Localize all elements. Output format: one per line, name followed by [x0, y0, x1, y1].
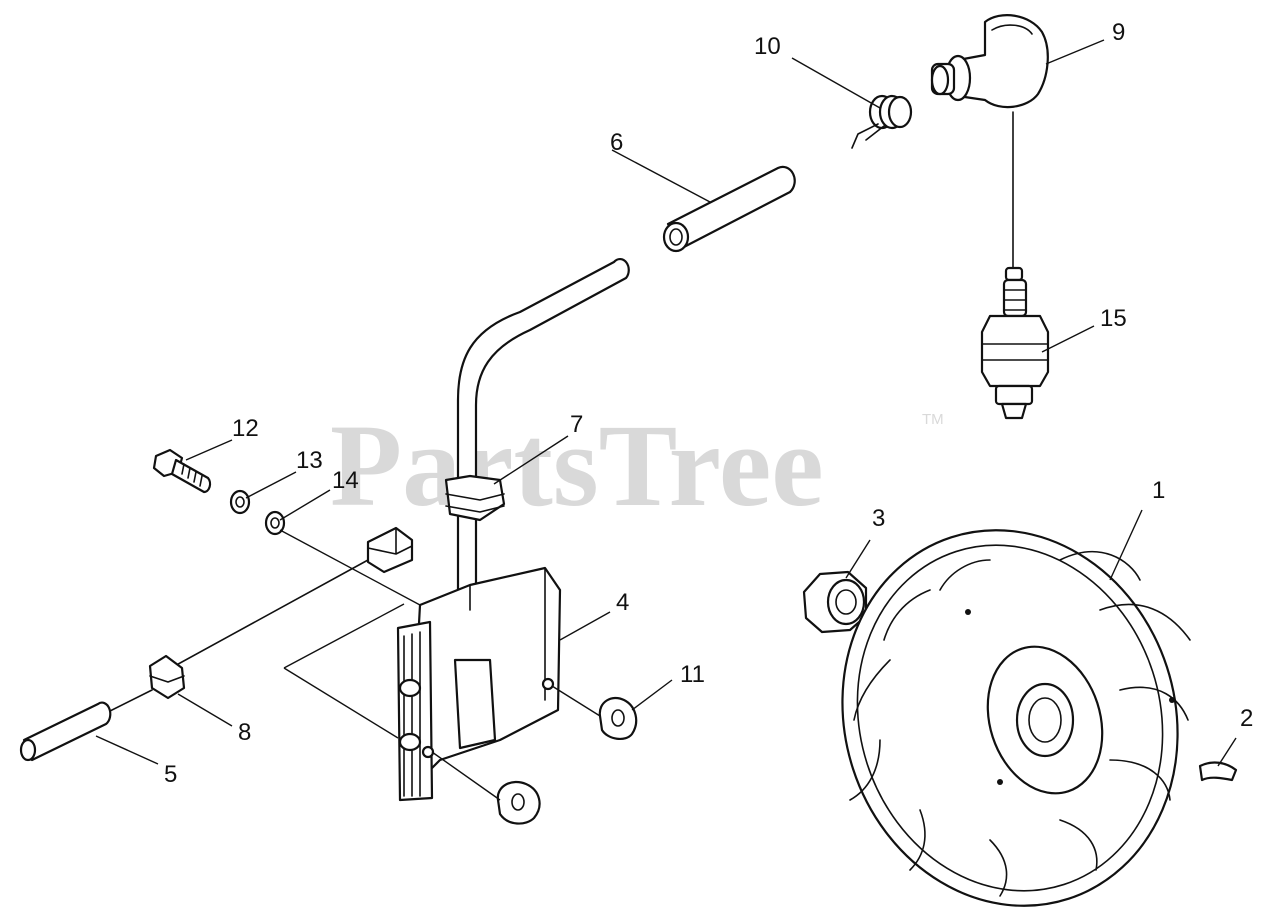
leader-14: [279, 489, 331, 521]
part-12-bolt[interactable]: [152, 448, 212, 494]
leader-8: [177, 693, 233, 727]
part-10-spring-clip[interactable]: [851, 94, 913, 149]
part-14-washer[interactable]: [264, 510, 286, 536]
leader-bracket-lower: [283, 667, 399, 739]
callout-12[interactable]: 12: [232, 415, 259, 442]
part-1-flywheel[interactable]: [794, 486, 1225, 922]
callout-3[interactable]: 3: [872, 505, 885, 532]
callout-7[interactable]: 7: [570, 411, 583, 438]
part-6-tube[interactable]: [662, 165, 796, 253]
part-15-spark-plug[interactable]: [980, 111, 1050, 420]
watermark-trademark: TM: [922, 411, 944, 428]
callout-2[interactable]: 2: [1240, 705, 1253, 732]
leader-coil-to-spacer: [551, 685, 601, 717]
leader-11: [631, 679, 673, 711]
leader-2: [1217, 737, 1237, 767]
part-4-ignition-coil[interactable]: [396, 566, 562, 802]
leader-13: [245, 471, 297, 499]
leader-6: [611, 149, 711, 203]
callout-13[interactable]: 13: [296, 447, 323, 474]
spacer-lower: [496, 780, 541, 825]
part-9-spark-plug-boot[interactable]: [930, 14, 1049, 109]
leader-7: [493, 435, 569, 485]
leader-9: [1045, 39, 1105, 65]
leader-lines: [95, 39, 1237, 801]
leader-1: [1109, 509, 1143, 581]
part-5-ground-wire[interactable]: [19, 526, 414, 762]
callout-1[interactable]: 1: [1152, 477, 1165, 504]
watermark-text: PartsTree: [330, 400, 824, 531]
callout-6[interactable]: 6: [610, 129, 623, 156]
callout-15[interactable]: 15: [1100, 305, 1127, 332]
leader-3: [845, 539, 871, 579]
leader-15: [1041, 325, 1095, 353]
leader-bracket-upper: [283, 603, 405, 669]
leader-4: [559, 611, 611, 641]
callout-14[interactable]: 14: [332, 467, 359, 494]
callout-11[interactable]: 11: [680, 661, 705, 688]
part-13-washer[interactable]: [229, 489, 251, 515]
callout-5[interactable]: 5: [164, 761, 177, 788]
leader-5: [95, 735, 159, 765]
leader-spacer-lower: [431, 751, 501, 801]
part-8-clamp[interactable]: [148, 654, 186, 700]
callout-10[interactable]: 10: [754, 33, 781, 60]
callout-9[interactable]: 9: [1112, 19, 1125, 46]
callout-8[interactable]: 8: [238, 719, 251, 746]
part-11-spacer[interactable]: [598, 696, 638, 740]
leader-12: [185, 439, 233, 461]
leader-14-to-coil: [279, 529, 421, 606]
part-2-woodruff-key[interactable]: [1198, 761, 1238, 782]
part-3-nut[interactable]: [802, 570, 868, 634]
leader-10: [791, 57, 881, 109]
callout-labels: 1 2 3 4 5 6 7 8 9 10 11 12 13 14 15: [164, 19, 1253, 788]
callout-4[interactable]: 4: [616, 589, 629, 616]
